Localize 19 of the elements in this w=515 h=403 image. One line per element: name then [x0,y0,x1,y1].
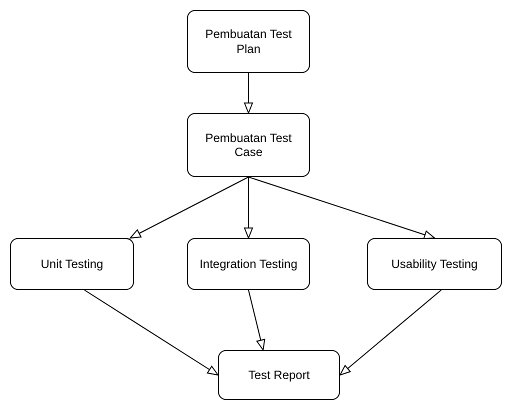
arrow [248,176,435,240]
box-label: Usability Testing [391,256,478,272]
process-box [10,238,134,290]
process-box [187,10,310,73]
process-box [218,350,340,400]
arrow [84,290,218,376]
arrow [130,176,249,238]
box-label: Pembuatan Test Case [204,130,293,160]
box-label: Test Report [248,368,310,382]
process-box [187,113,310,177]
process-box [187,238,310,290]
box-label: Integration Testing [200,256,298,272]
arrow [248,290,266,350]
box-label: Unit Testing [40,256,104,272]
process-box [367,238,502,290]
arrow [244,176,253,238]
arrow [244,72,253,114]
box-label: Pembuatan Test Plan [204,27,293,56]
arrow [340,290,442,376]
